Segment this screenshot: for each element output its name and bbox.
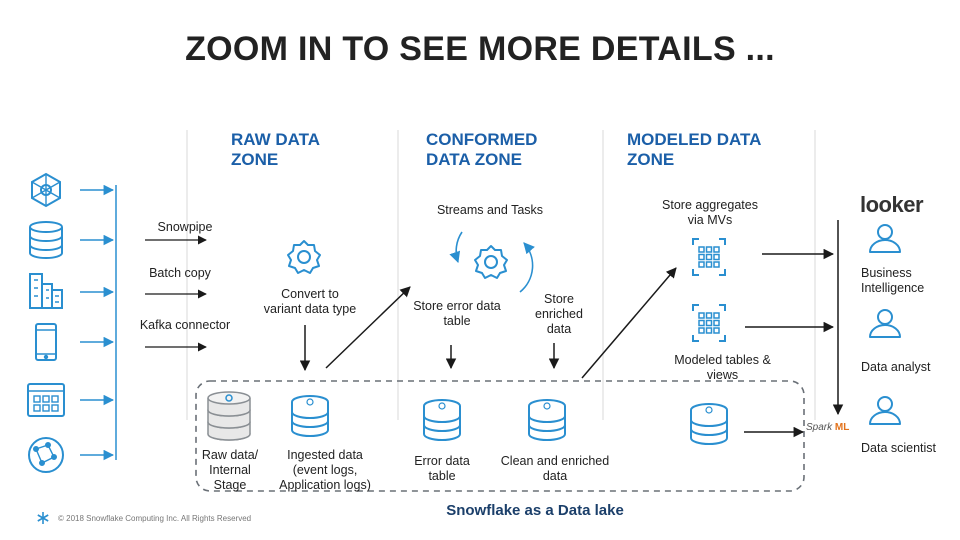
- store-error-label: Store error data table: [402, 299, 512, 329]
- store-enriched-line1: Store: [544, 292, 574, 306]
- ingest-arrows: [145, 235, 207, 352]
- streams-tasks-label: Streams and Tasks: [436, 203, 544, 217]
- data-analyst-label: Data analyst: [861, 360, 931, 374]
- source-connectors: [80, 184, 117, 461]
- scientist-person-icon: [869, 396, 901, 425]
- app-window-icon: [27, 383, 65, 417]
- error-table-line2: table: [428, 469, 456, 483]
- store-error-line2: table: [443, 314, 471, 328]
- convert-line1: Convert to: [281, 287, 339, 301]
- store-aggregates-line1: Store aggregates: [662, 198, 758, 212]
- modeled-zone-line2: ZONE: [627, 150, 675, 169]
- raw-data-line3: Stage: [213, 478, 247, 492]
- error-table-line1: Error data: [414, 454, 470, 468]
- enriched-db-icon: [528, 399, 566, 441]
- network-icon: [31, 172, 61, 208]
- ingested-line3: Application logs): [279, 478, 371, 492]
- store-enriched-line3: data: [546, 322, 572, 336]
- convert-line2: variant data type: [263, 302, 357, 316]
- raw-zone-heading: RAW DATA ZONE: [231, 130, 320, 170]
- ingested-line2: (event logs,: [292, 463, 358, 477]
- conformed-zone-line2: DATA ZONE: [426, 150, 523, 169]
- cycle-arrows-icon: [449, 231, 535, 293]
- store-enriched-line2: enriched: [535, 307, 583, 321]
- aggregates-icon: [692, 238, 726, 276]
- error-db-icon: [423, 399, 461, 441]
- convert-label: Convert to variant data type: [245, 287, 375, 317]
- store-aggregates-line2: via MVs: [687, 213, 733, 227]
- flow-arrows: [299, 220, 844, 438]
- analyst-person-icon: [869, 309, 901, 338]
- copyright-footer: © 2018 Snowflake Computing Inc. All Righ…: [58, 514, 252, 523]
- bi-label: Business Intelligence: [861, 266, 924, 296]
- store-enriched-label: Store enriched data: [524, 292, 594, 337]
- snowflake-logo-icon: [37, 512, 49, 524]
- data-lake-caption: Snowflake as a Data lake: [446, 502, 624, 519]
- source-icons: [27, 172, 65, 473]
- modeled-tables-icon: [692, 304, 726, 342]
- modeled-tables-line1: Modeled tables &: [674, 353, 771, 367]
- raw-zone-line2: ZONE: [231, 150, 279, 169]
- raw-data-line1: Raw data/: [201, 448, 259, 462]
- modeled-tables-line2: views: [706, 368, 739, 382]
- bi-line2: Intelligence: [861, 281, 925, 295]
- ingested-db-icon: [291, 395, 329, 437]
- raw-zone-line1: RAW DATA: [231, 130, 321, 149]
- conformed-zone-heading: CONFORMED DATA ZONE: [426, 130, 537, 170]
- globe-icon: [28, 437, 64, 473]
- data-scientist-label: Data scientist: [861, 441, 937, 455]
- clean-enriched-label: Clean and enriched data: [490, 454, 620, 484]
- page-title: ZOOM IN TO SEE MORE DETAILS ...: [185, 30, 775, 68]
- error-table-label: Error data table: [400, 454, 484, 484]
- spark-ml-text: ML: [834, 422, 850, 433]
- raw-data-label: Raw data/ Internal Stage: [190, 448, 270, 493]
- bi-person-icon: [869, 224, 901, 253]
- bi-line1: Business: [861, 266, 912, 280]
- buildings-icon: [29, 273, 63, 309]
- modeled-zone-heading: MODELED DATA ZONE: [627, 130, 761, 170]
- modeled-db-icon: [690, 403, 728, 445]
- database-icon: [29, 221, 63, 259]
- ingested-line1: Ingested data: [287, 448, 363, 462]
- raw-data-line2: Internal: [209, 463, 251, 477]
- looker-logo: looker: [860, 192, 924, 217]
- store-error-line1: Store error data: [413, 299, 501, 313]
- clean-line2: data: [542, 469, 568, 483]
- zone-dividers: [186, 130, 816, 420]
- spark-ml-logo: Spark ML: [806, 422, 849, 433]
- spark-text: Spark: [806, 422, 833, 433]
- kafka-connector-label: Kafka connector: [139, 318, 231, 332]
- batch-copy-label: Batch copy: [149, 266, 211, 280]
- convert-gear-icon: [287, 240, 321, 274]
- mobile-icon: [35, 323, 57, 361]
- store-aggregates-label: Store aggregates via MVs: [645, 198, 775, 228]
- streams-gear-icon: [474, 245, 508, 279]
- modeled-zone-line1: MODELED DATA: [627, 130, 762, 149]
- snowpipe-label: Snowpipe: [157, 220, 213, 234]
- clean-line1: Clean and enriched: [500, 454, 610, 468]
- modeled-tables-label: Modeled tables & views: [660, 353, 785, 383]
- ingested-data-label: Ingested data (event logs, Application l…: [260, 448, 390, 493]
- conformed-zone-line1: CONFORMED: [426, 130, 538, 149]
- raw-stage-icon: [207, 391, 251, 441]
